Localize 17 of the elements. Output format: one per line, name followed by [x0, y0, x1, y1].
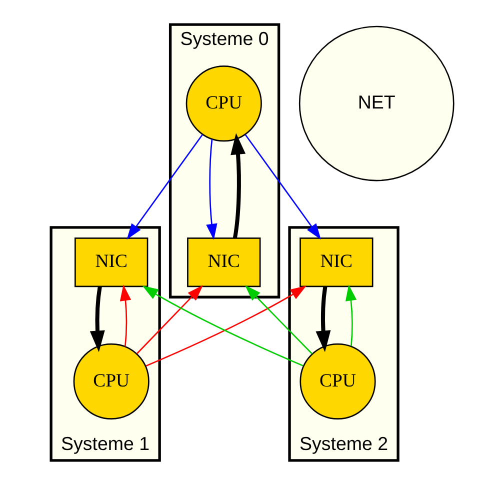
arrow [315, 286, 330, 352]
node-box: NIC [74, 238, 148, 288]
arrow [244, 134, 321, 240]
arrow [230, 133, 246, 238]
arrow [136, 285, 203, 354]
arrow [344, 284, 356, 346]
node-circle: CPU [185, 66, 262, 142]
arrow [206, 139, 217, 240]
arrow [89, 286, 104, 352]
arrow [244, 285, 312, 354]
node-circle: CPU [299, 343, 376, 420]
node-box: NIC [299, 238, 373, 288]
node-box: NIC [186, 238, 260, 288]
node-circle: CPU [72, 343, 149, 420]
node-circle: NET [298, 26, 454, 182]
arrow [126, 134, 202, 240]
arrow [119, 284, 131, 347]
